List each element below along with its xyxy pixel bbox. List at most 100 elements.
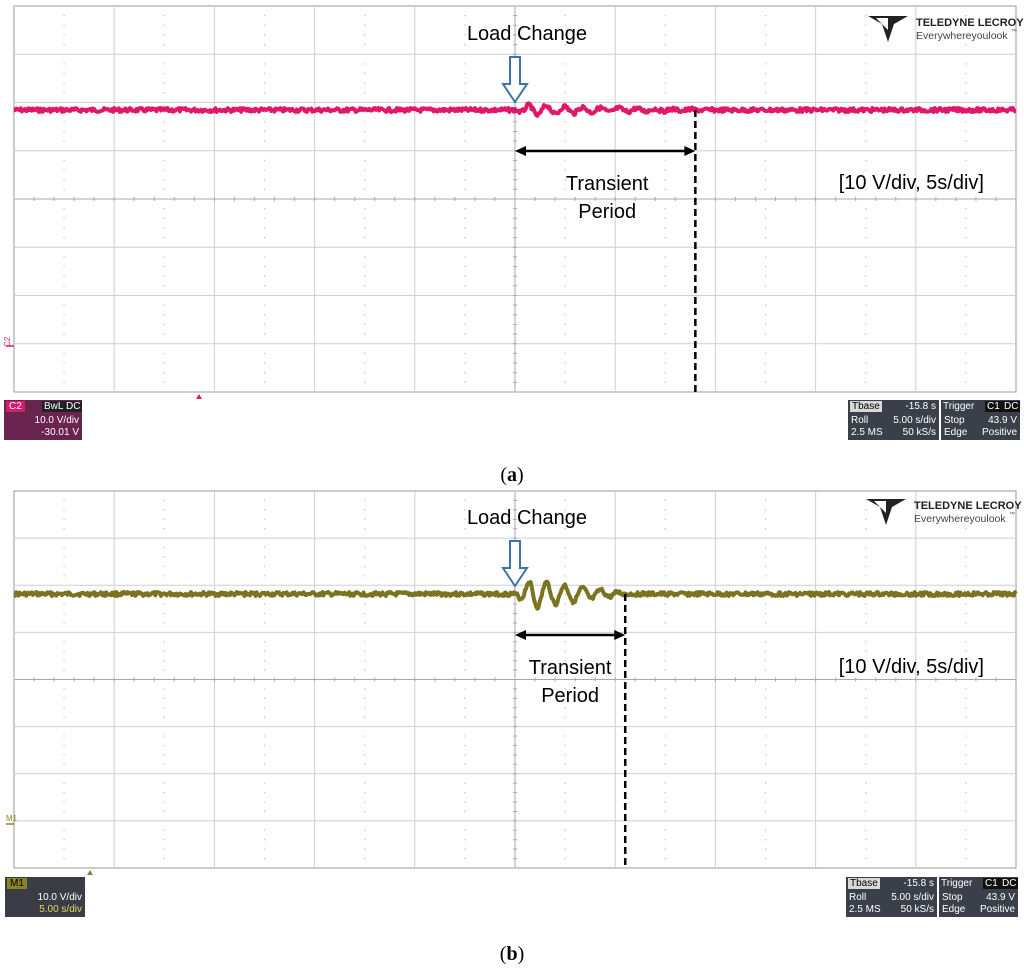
grid-dot	[764, 63, 767, 65]
channel-box-a: C2 BwL DC 10.0 V/div -30.01 V	[4, 400, 83, 440]
grid-dot	[664, 575, 666, 577]
grid-dot	[764, 227, 767, 229]
caption-b: (b)	[499, 943, 525, 965]
grid-dot	[865, 848, 867, 850]
grid-dot	[865, 72, 867, 75]
grid-dot	[63, 688, 65, 690]
grid-dot	[364, 659, 366, 662]
grid-dot	[263, 697, 266, 700]
grid-dot	[764, 43, 767, 46]
grid-dot	[965, 323, 967, 326]
rate-value-a: 50 kS/s	[902, 427, 936, 438]
grid-dot	[564, 556, 566, 558]
grid-dot	[63, 236, 65, 239]
grid-dot	[865, 207, 867, 210]
grid-dot	[965, 207, 967, 210]
grid-dot	[364, 791, 366, 794]
grid-dot	[364, 372, 366, 374]
grid-dot	[263, 829, 266, 831]
grid-dot	[263, 688, 266, 690]
grid-dot	[464, 217, 466, 219]
grid-dot	[63, 499, 65, 502]
grid-dot	[263, 716, 266, 718]
grid-dot	[865, 810, 867, 813]
grid-dot	[764, 217, 767, 219]
grid-dot	[464, 207, 466, 210]
grid-dot	[865, 333, 867, 335]
grid-dot	[865, 801, 867, 803]
grid-dot	[865, 323, 867, 326]
grid-dot	[163, 839, 165, 841]
grid-dot	[865, 509, 867, 511]
grid-dot	[965, 256, 967, 258]
grid-dot	[865, 575, 867, 577]
grid-dot	[664, 43, 666, 46]
grid-dot	[965, 304, 967, 306]
grid-dot	[564, 754, 566, 756]
grid-dot	[865, 63, 867, 65]
grid-dot	[263, 140, 266, 142]
grid-dot	[664, 82, 666, 84]
grid-dot	[564, 140, 566, 142]
grid-dot	[664, 352, 666, 355]
grid-dot	[664, 256, 666, 258]
grid-dot	[965, 381, 967, 384]
grid-dot	[664, 848, 666, 850]
grid-dot	[63, 323, 65, 326]
grid-dot	[664, 169, 666, 171]
grid-dot	[263, 24, 266, 26]
grid-dot	[965, 839, 967, 841]
grid-dot	[263, 34, 266, 36]
grid-dot	[364, 140, 366, 142]
grid-dot	[764, 565, 767, 568]
grid-dot	[664, 381, 666, 384]
grid-dot	[664, 179, 666, 181]
grid-dot	[865, 839, 867, 841]
grid-dot	[263, 381, 266, 384]
grid-dot	[63, 782, 65, 784]
grid-dot	[63, 227, 65, 229]
grid-dot	[664, 518, 666, 520]
grid-dot	[965, 14, 967, 17]
trigger-label-a: Trigger	[943, 401, 975, 412]
grid-dot	[865, 857, 867, 860]
grid-dot	[564, 217, 566, 219]
grid-dot	[464, 188, 466, 191]
grid-dot	[865, 24, 867, 26]
grid-dot	[364, 236, 366, 239]
grid-dot	[364, 323, 366, 326]
grid-dot	[764, 24, 767, 26]
grid-dot	[63, 839, 65, 841]
grid-dot	[464, 801, 466, 803]
grid-dot	[364, 92, 366, 94]
signal-trace	[13, 101, 1017, 118]
grid-dot	[63, 575, 65, 577]
grid-dot	[263, 275, 266, 277]
grid-dot	[163, 265, 165, 268]
grid-dot	[564, 352, 566, 355]
grid-dot	[865, 304, 867, 306]
grid-dot	[63, 275, 65, 277]
grid-dot	[163, 857, 165, 860]
grid-dot	[163, 688, 165, 690]
grid-dot	[764, 735, 767, 737]
grid-dot	[63, 14, 65, 17]
trigger-tag-dc-a: DC	[1002, 401, 1021, 412]
trigger-mode-b: Stop	[942, 892, 963, 903]
grid-dot	[163, 34, 165, 36]
grid-dot	[664, 810, 666, 813]
grid-dot	[63, 744, 65, 747]
grid-dot	[764, 650, 767, 652]
grid-dot	[664, 499, 666, 502]
grid-dot	[163, 256, 165, 258]
grid-dot	[564, 285, 566, 287]
grid-dot	[364, 603, 366, 605]
grid-dot	[464, 236, 466, 239]
grid-dot	[965, 352, 967, 355]
grid-dot	[764, 791, 767, 794]
grid-dot	[464, 782, 466, 784]
grid-dot	[764, 659, 767, 662]
grid-dot	[865, 716, 867, 718]
grid-dot	[364, 829, 366, 831]
